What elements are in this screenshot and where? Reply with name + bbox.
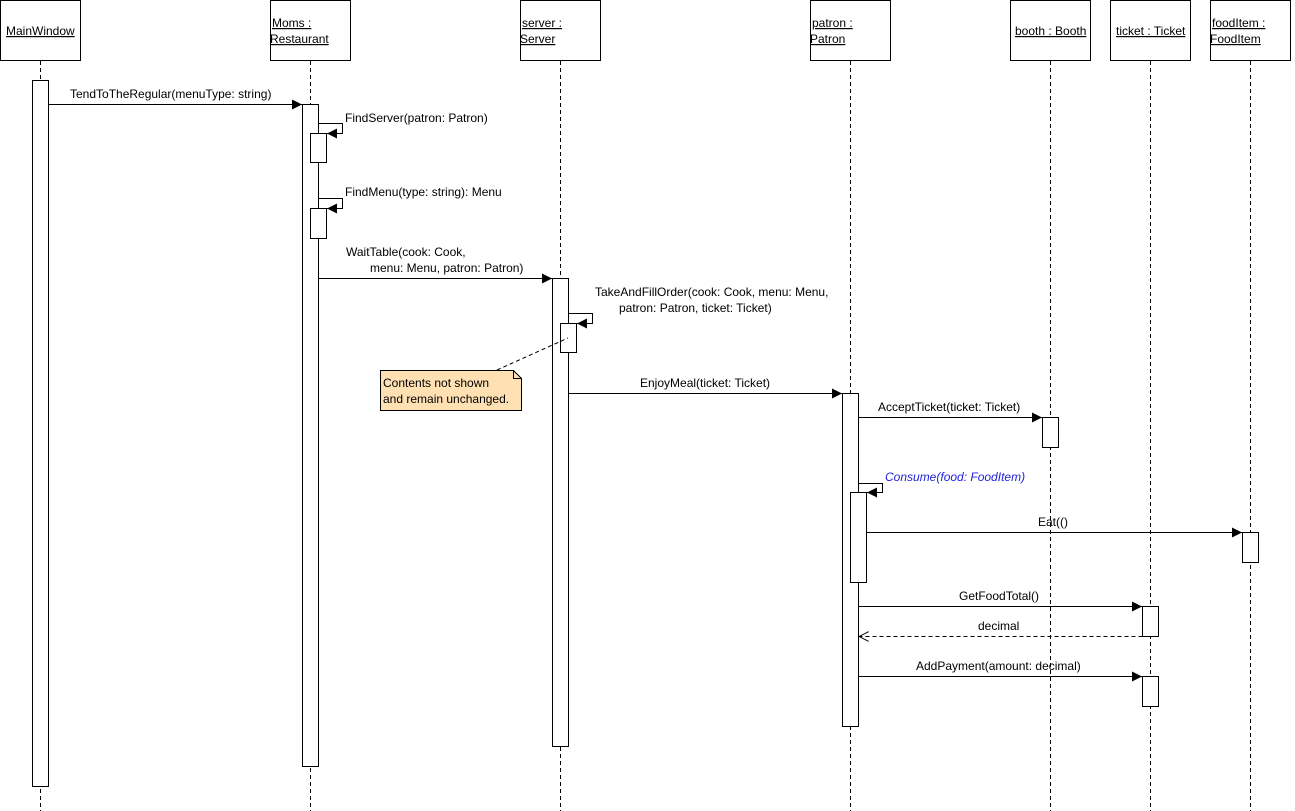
activation-mainwindow[interactable] xyxy=(32,80,49,787)
message-label-wait-table: menu: Menu, patron: Patron) xyxy=(370,261,523,275)
note[interactable]: Contents not shown and remain unchanged. xyxy=(380,370,522,411)
participant-label: server : xyxy=(522,16,562,30)
message-arrow[interactable] xyxy=(318,123,343,139)
message-label-wait-table: WaitTable(cook: Cook, xyxy=(346,245,466,259)
participant-label: Moms : xyxy=(272,16,311,30)
participant-label: MainWindow xyxy=(6,24,75,38)
note-text: Contents not shown xyxy=(383,376,489,390)
note-anchor-line xyxy=(496,337,569,371)
activation-server-takeandfillorder[interactable] xyxy=(560,323,577,353)
participant-moms-restaurant[interactable]: Moms : Restaurant xyxy=(270,0,351,61)
message-label-get-food-total: GetFoodTotal() xyxy=(959,589,1039,603)
message-label-take-and-fill-order: TakeAndFillOrder(cook: Cook, menu: Menu, xyxy=(595,285,828,299)
activation-server[interactable] xyxy=(552,278,569,747)
activation-moms[interactable] xyxy=(302,104,319,767)
participant-server[interactable]: server : Server xyxy=(520,0,601,61)
activation-moms-findserver[interactable] xyxy=(310,133,327,163)
activation-fooditem[interactable] xyxy=(1242,532,1259,563)
participant-label: patron : xyxy=(812,16,853,30)
message-label-add-payment: AddPayment(amount: decimal) xyxy=(916,659,1081,673)
participant-label: Restaurant xyxy=(270,32,329,46)
participant-booth[interactable]: booth : Booth xyxy=(1010,0,1091,61)
participant-patron[interactable]: patron : Patron xyxy=(810,0,891,61)
message-label-decimal-return: decimal xyxy=(978,619,1019,633)
message-label-consume: Consume(food: FoodItem) xyxy=(885,470,1025,484)
activation-ticket-addpayment[interactable] xyxy=(1142,676,1159,707)
participant-label: booth : Booth xyxy=(1015,24,1086,38)
participant-label: ticket : Ticket xyxy=(1116,24,1186,38)
activation-ticket-getfoodtotal[interactable] xyxy=(1142,606,1159,637)
message-arrow[interactable] xyxy=(568,313,593,329)
activation-booth[interactable] xyxy=(1042,417,1059,448)
message-label-accept-ticket: AcceptTicket(ticket: Ticket) xyxy=(878,400,1020,414)
activation-moms-findmenu[interactable] xyxy=(310,208,327,239)
participant-fooditem[interactable]: foodItem : FoodItem xyxy=(1210,0,1291,61)
message-arrow[interactable] xyxy=(318,198,343,214)
message-label-find-menu: FindMenu(type: string): Menu xyxy=(345,185,502,199)
message-label-eat: Eat(() xyxy=(1038,515,1068,529)
participant-label: Patron xyxy=(810,32,845,46)
message-label-tend-to-the-regular: TendToTheRegular(menuType: string) xyxy=(70,87,271,101)
participant-mainwindow[interactable]: MainWindow xyxy=(0,0,81,61)
message-label-take-and-fill-order: patron: Patron, ticket: Ticket) xyxy=(619,301,772,315)
participant-label: FoodItem xyxy=(1210,32,1261,46)
activation-patron-consume[interactable] xyxy=(850,492,867,583)
participant-label: Server xyxy=(520,32,555,46)
message-arrow[interactable] xyxy=(858,483,883,498)
note-text: and remain unchanged. xyxy=(383,392,509,406)
participant-label: foodItem : xyxy=(1212,16,1265,30)
participant-ticket[interactable]: ticket : Ticket xyxy=(1110,0,1191,61)
message-label-find-server: FindServer(patron: Patron) xyxy=(345,111,488,125)
message-label-enjoy-meal: EnjoyMeal(ticket: Ticket) xyxy=(640,376,770,390)
